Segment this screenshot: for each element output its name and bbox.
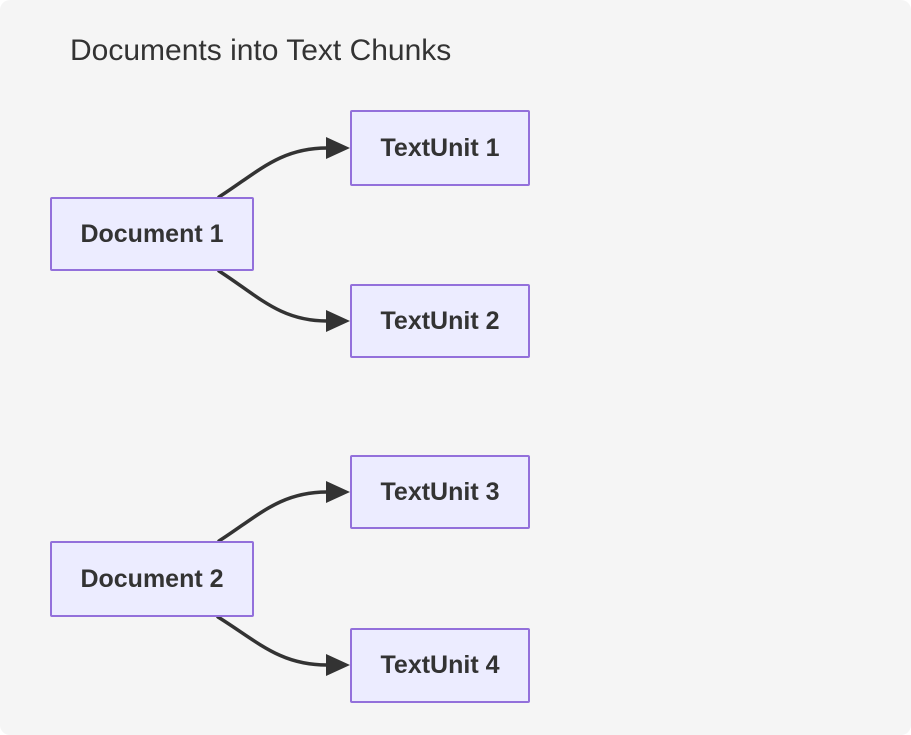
node-textunit-2: TextUnit 2 [350, 284, 530, 358]
node-textunit-4: TextUnit 4 [350, 628, 530, 703]
edge-document1-textunit1-arrowhead [326, 137, 350, 159]
edge-document1-textunit2-arrowhead [326, 310, 350, 332]
diagram-title: Documents into Text Chunks [70, 34, 452, 67]
node-document-1: Document 1 [50, 197, 254, 271]
node-textunit-1: TextUnit 1 [350, 110, 530, 186]
node-document-2: Document 2 [50, 541, 254, 617]
edge-document1-textunit2 [217, 269, 329, 323]
edge-document2-textunit3 [217, 490, 329, 543]
node-textunit-3: TextUnit 3 [350, 455, 530, 529]
edge-document2-textunit4 [216, 615, 329, 667]
edge-document1-textunit1 [217, 146, 329, 199]
edge-document2-textunit3-arrowhead [326, 481, 350, 503]
edge-document2-textunit4-arrowhead [326, 654, 350, 676]
